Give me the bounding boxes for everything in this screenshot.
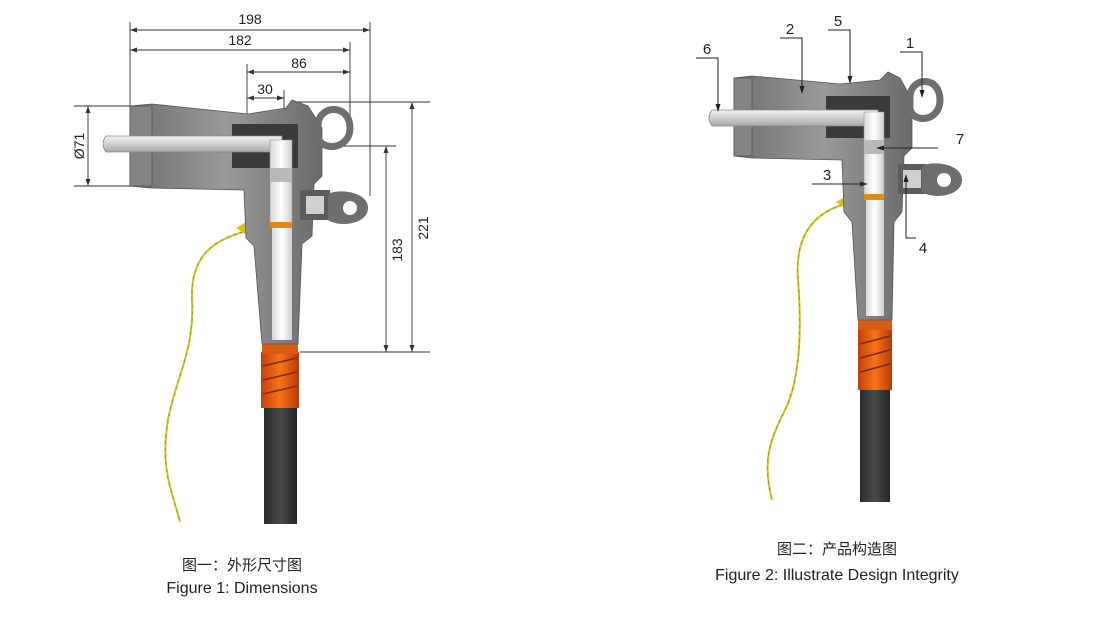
figure-1-caption-en: Figure 1: Dimensions	[166, 580, 317, 597]
ground-wire	[164, 231, 244, 523]
probe-pin	[708, 109, 879, 127]
cable	[264, 388, 297, 524]
callout-number: 2	[786, 21, 794, 38]
ground-eye	[236, 222, 248, 236]
dimension-label: 86	[291, 55, 307, 71]
dimension-lines	[74, 22, 430, 353]
callout-number: 3	[823, 167, 831, 184]
cable-insulation	[272, 228, 292, 340]
dimension-label: 221	[415, 216, 431, 240]
callout-number: 4	[919, 240, 927, 257]
cable-insulation	[866, 200, 884, 316]
dimension-arrows	[85, 27, 415, 352]
figure-2-caption-en: Figure 2: Illustrate Design Integrity	[715, 567, 959, 584]
pulling-eye	[906, 78, 944, 122]
elbow-connector-drawing	[102, 99, 368, 524]
dimension-label: 30	[257, 81, 273, 97]
callout-arrows	[715, 76, 925, 187]
figure-1-caption-cn: 图一：外形尺寸图	[182, 557, 302, 574]
callout-number: 6	[703, 41, 711, 58]
callout-leaders	[696, 29, 938, 239]
figure-2-structure: 1 2 3 4 5 6 7 图二：产品构造图 Figure 2: Illustr…	[696, 13, 964, 584]
probe-pin	[102, 135, 283, 153]
callout-number: 5	[834, 13, 842, 30]
orange-sleeve	[858, 330, 892, 390]
cable	[860, 378, 890, 502]
figure-1-dimensions: 198 182 86 30 Ø71 183 221	[71, 11, 431, 597]
elbow-connector-drawing	[708, 71, 962, 502]
figure-2-caption-cn: 图二：产品构造图	[777, 541, 897, 558]
ground-wire	[766, 204, 843, 501]
dimension-label: 182	[228, 32, 252, 48]
dimension-label: 183	[389, 238, 405, 262]
orange-sleeve	[261, 352, 299, 408]
compression-lug	[269, 139, 293, 227]
pulling-eye	[314, 106, 354, 150]
dimension-label: 198	[238, 11, 262, 27]
callout-number: 1	[906, 35, 914, 52]
dimension-label: Ø71	[71, 133, 87, 160]
callout-number: 7	[956, 131, 964, 148]
